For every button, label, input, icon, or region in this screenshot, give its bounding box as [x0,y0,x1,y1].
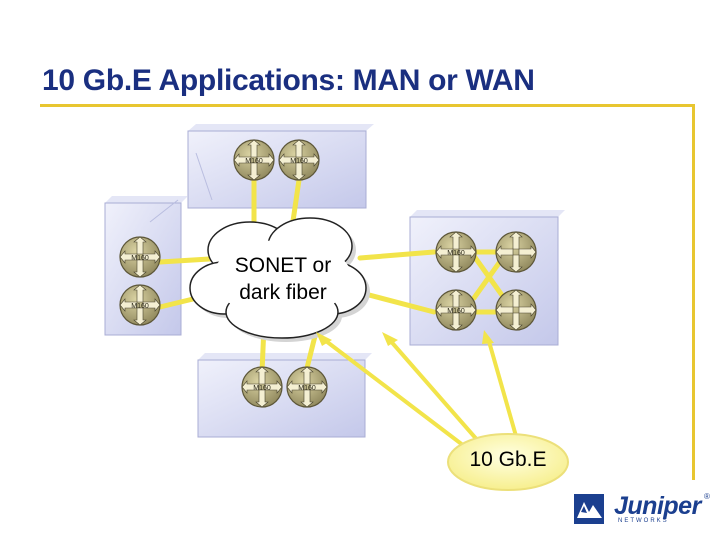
router-icon: M160 [278,139,320,181]
router-label: M160 [298,385,316,392]
gbe-pointer-cloud [320,336,474,454]
router-icon: M160 [435,231,477,273]
gbe-label: 10 Gb.E [469,448,547,471]
site-panel-top [187,124,374,209]
logo-registered-mark: ® [704,492,710,501]
arrowhead [316,332,332,346]
right-border-line [692,104,695,480]
arrowhead [382,332,398,346]
router-label: M160 [253,385,271,392]
connector-line [195,152,213,201]
router-label: M160 [447,250,465,257]
page-title: 10 Gb.E Applications: MAN or WAN [42,64,535,97]
router-icon: M160 [233,139,275,181]
gbe-pointer-left [386,336,488,452]
router-label: M160 [290,158,308,165]
router-icon: M160 [241,366,283,408]
router-icon: M160 [119,236,161,278]
arrowhead [482,330,494,344]
router-icon: M160 [119,284,161,326]
link-right-top [357,249,437,261]
cloud-shape [189,217,370,342]
router-label: M160 [447,308,465,315]
cloud-label-line2: dark fiber [239,281,327,304]
juniper-logo: Juniper NETWORKS ® [572,492,712,528]
gbe-bubble [447,433,569,491]
router-label: M160 [245,158,263,165]
cloud-label: SONET or dark fiber [218,252,348,306]
gbe-pointer-right [486,337,522,451]
site-panel-bottom [197,353,372,438]
router-label: M160 [131,303,149,310]
logo-wordmark: Juniper [614,492,701,520]
router-icon [495,231,537,273]
logo-subtitle: NETWORKS [618,518,669,524]
juniper-mark-icon [574,494,604,524]
router-icon: M160 [435,289,477,331]
router-icon [495,289,537,331]
router-icon: M160 [286,366,328,408]
cloud-label-line1: SONET or [234,254,332,277]
title-underline [40,104,694,107]
connector-line [149,199,179,223]
router-label: M160 [131,255,149,262]
